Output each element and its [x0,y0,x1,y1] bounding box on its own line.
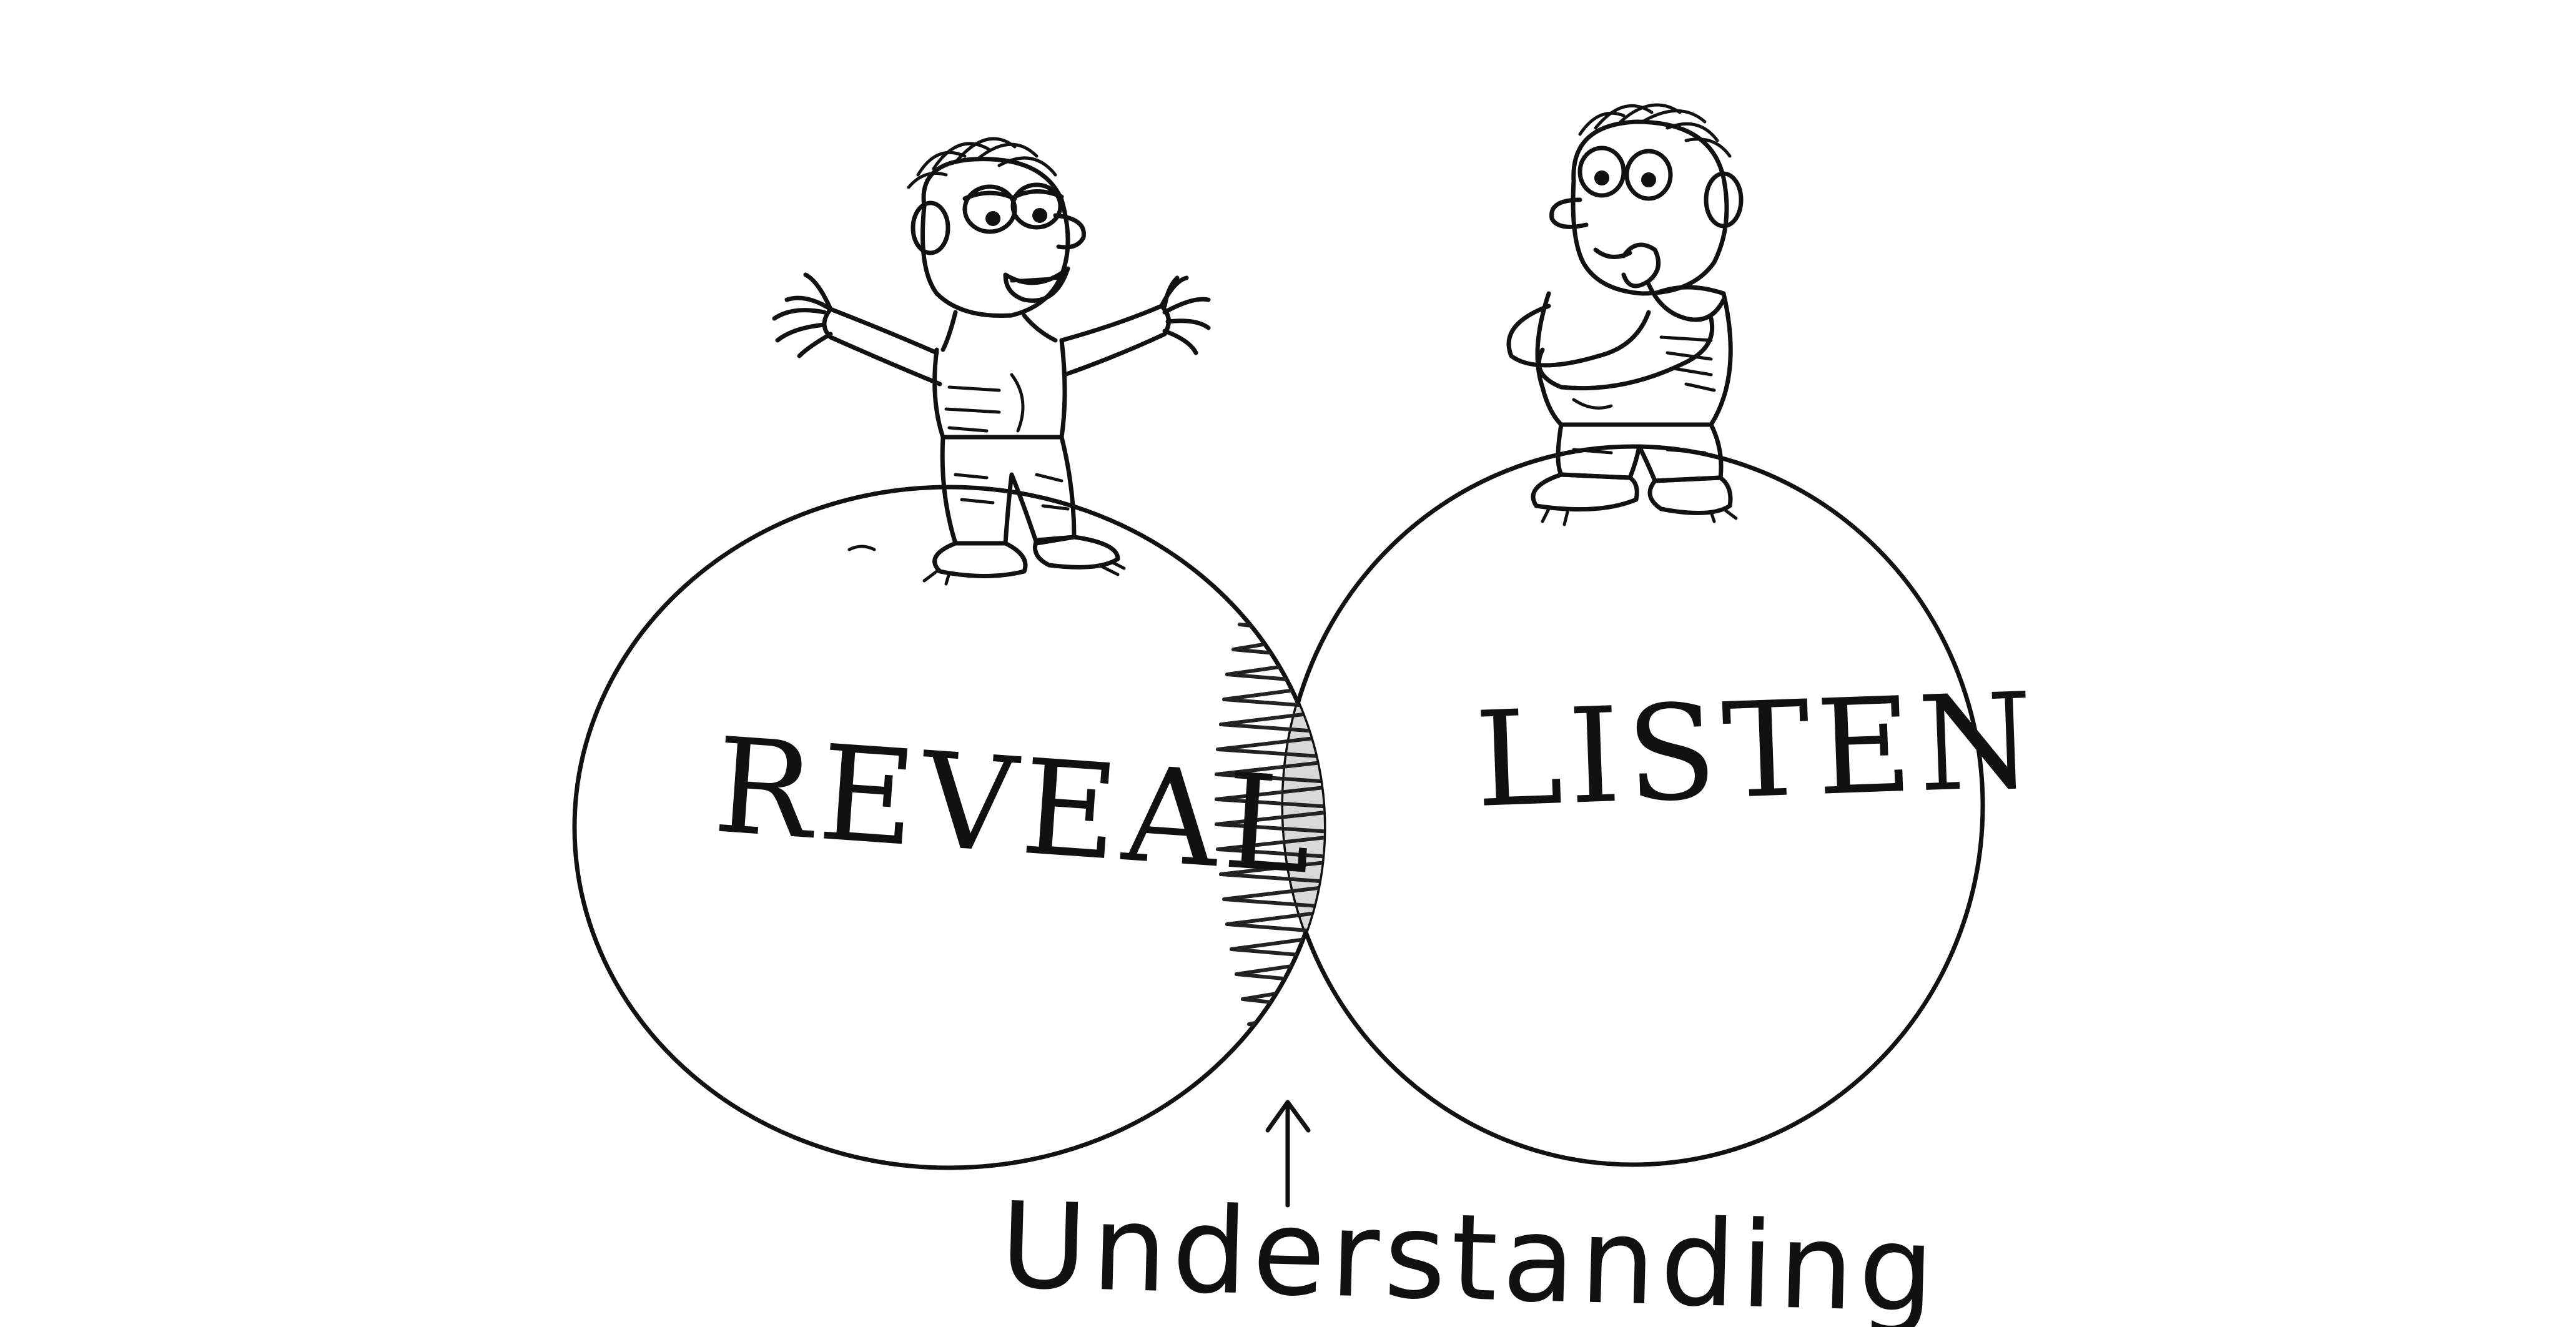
left-figure-icon [772,137,1211,586]
arrow-up-icon [1265,1100,1311,1208]
listen-label: LISTEN [1473,664,2041,837]
right-figure-icon [1506,103,1744,526]
reveal-label: REVEAL [710,709,1323,904]
understanding-label: Understanding [999,1177,1941,1327]
